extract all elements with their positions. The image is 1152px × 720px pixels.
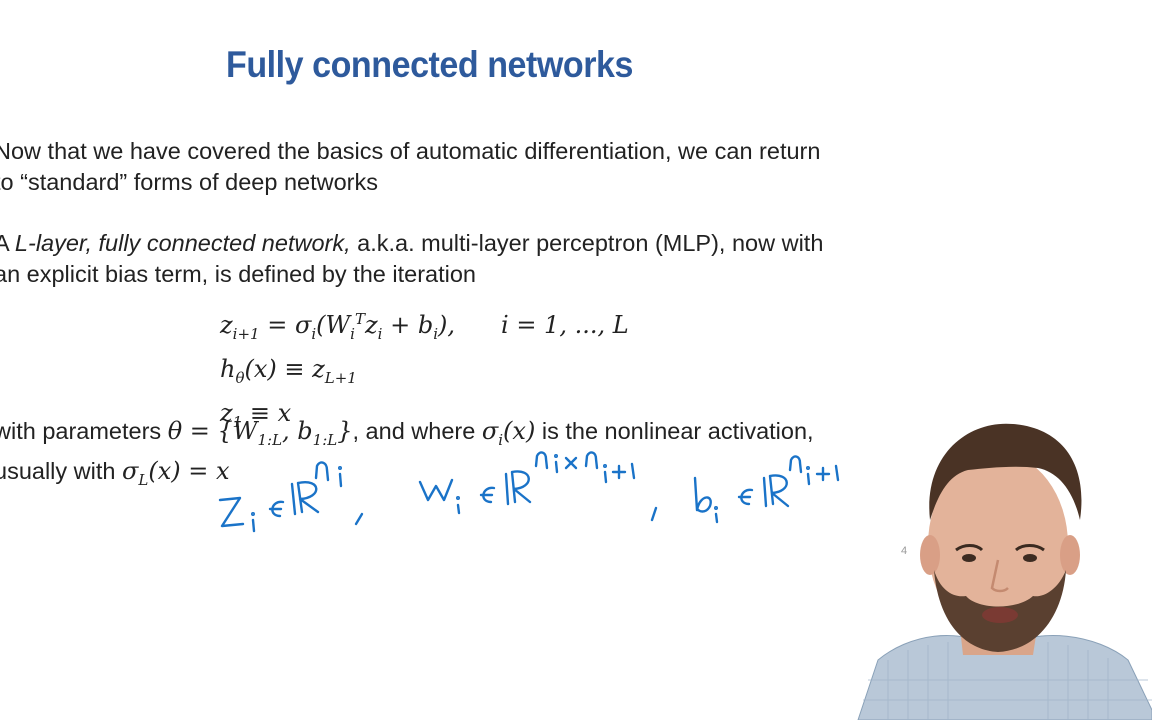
definition-prefix: A <box>0 230 9 256</box>
presenter-video <box>848 410 1152 720</box>
definition-paragraph: A L-layer, fully connected network, a.k.… <box>0 228 823 290</box>
intro-line-1: Now that we have covered the basics of a… <box>0 138 821 164</box>
ink-in-symbol-2 <box>479 486 496 504</box>
ink-comma-1 <box>354 512 364 526</box>
theta-math: θ = {W1:L, b1:L} <box>167 417 353 449</box>
sigma-L-math: σL(x) = x <box>122 456 230 489</box>
ink-real-R <box>290 481 320 516</box>
parameters-prefix: with parameters <box>0 418 168 444</box>
parameters-end: is the nonlinear activation, <box>535 418 814 444</box>
ink-real-R-2 <box>504 470 532 506</box>
sigma-math: σi(x) <box>481 417 536 449</box>
presenter-figure <box>857 423 1152 720</box>
parameters-line-2: usually with σL(x) = x <box>0 456 814 496</box>
ink-w <box>418 478 454 502</box>
equation-iteration: zi+1 = σi(WiTzi + bi),i = 1, ..., L <box>220 310 629 343</box>
slide-title: Fully connected networks <box>226 44 633 85</box>
ink-z <box>218 496 245 528</box>
ink-b <box>693 476 712 513</box>
ink-comma-2 <box>650 506 658 522</box>
definition-line-1: A L-layer, fully connected network, a.k.… <box>0 228 823 259</box>
equation-block: zi+1 = σi(WiTzi + bi),i = 1, ..., L hθ(x… <box>220 302 629 439</box>
parameters-paragraph: with parameters θ = {W1:L, b1:L}, and wh… <box>0 416 814 496</box>
ink-in-symbol-3 <box>737 488 754 506</box>
ink-in-symbol <box>268 500 285 518</box>
equation-initial: z1 ≡ x <box>220 398 292 431</box>
definition-italic-term: L-layer, fully connected network, <box>14 230 351 256</box>
parameters-line-1: with parameters θ = {W1:L, b1:L}, and wh… <box>0 416 814 456</box>
ink-sub-i <box>251 518 256 533</box>
definition-rest: a.k.a. multi-layer perceptron (MLP), now… <box>350 230 824 256</box>
usually-prefix: usually with <box>0 457 122 484</box>
definition-line-2: an explicit bias term, is defined by the… <box>0 261 477 287</box>
ink-times <box>564 456 578 470</box>
ink-real-R-3 <box>762 474 790 508</box>
ink-sup-n <box>314 461 330 482</box>
intro-line-2: to “standard” forms of deep networks <box>0 169 379 195</box>
intro-paragraph: Now that we have covered the basics of a… <box>0 136 820 198</box>
parameters-mid: , and where <box>352 418 482 444</box>
page-number: 4 <box>901 545 908 557</box>
equation-hypothesis: hθ(x) ≡ zL+1 <box>220 354 357 387</box>
